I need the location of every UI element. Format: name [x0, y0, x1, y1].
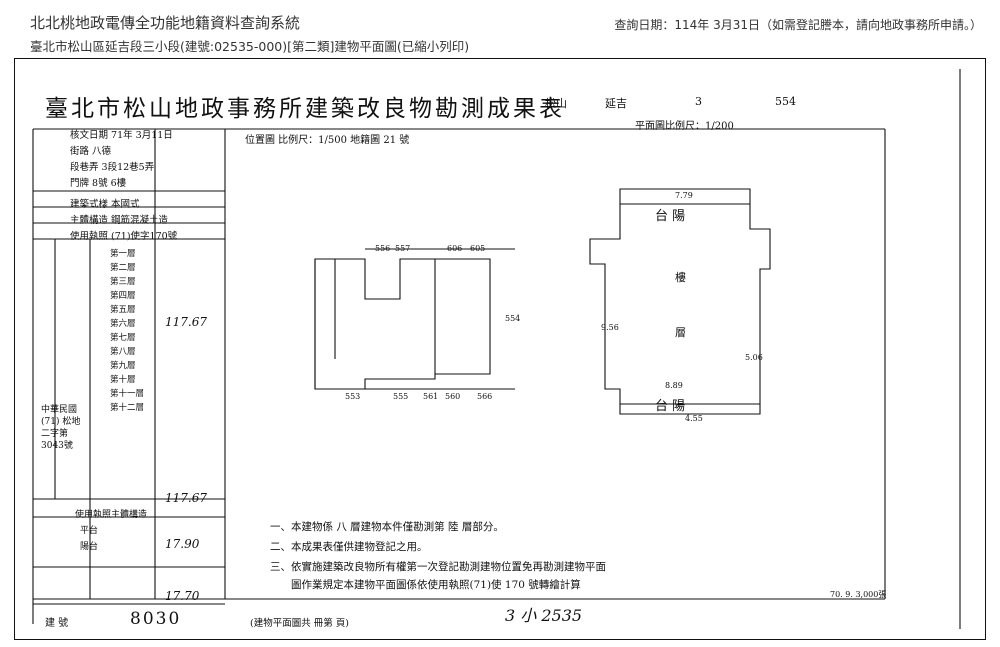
footer-handwritten: 3 小 2535 — [505, 606, 583, 625]
floor-label: 第三層 — [110, 277, 136, 287]
land-number: 554 — [775, 95, 796, 108]
lot-label: 561 — [423, 392, 439, 401]
location-map-label: 位置圖 比例尺：1/500 地籍圖 21 號 — [245, 135, 410, 146]
lot-label: 553 — [345, 392, 361, 401]
table-row: 主體構造 鋼筋混凝土造 — [70, 215, 169, 226]
lot-label: 554 — [505, 314, 521, 323]
system-title: 北北桃地政電傳全功能地籍資料查詢系統 — [30, 14, 301, 32]
attachment-header: 使用執照主體構造 — [75, 510, 148, 520]
note-line: 二、本成果表僅供建物登記之用。 — [270, 541, 428, 553]
room-label: 樓 — [675, 271, 686, 284]
floor-label: 第五層 — [110, 305, 136, 315]
balcony-label: 台 陽 — [655, 399, 686, 414]
table-row: 核文日期 71年 3月11日 — [70, 130, 173, 141]
attachment-item: 平台 — [80, 526, 99, 536]
floor-label: 第九層 — [110, 361, 136, 371]
table-row: 建築式樣 本國式 — [70, 199, 140, 210]
note-line: 一、本建物係 八 層建物本件僅勘測第 陸 層部分。 — [270, 521, 504, 533]
room-label: 層 — [675, 326, 686, 339]
floor-label: 第十層 — [110, 375, 136, 385]
address-line: 臺北市松山區延吉段三小段(建號:02535-000)[第二類]建物平面圖(已縮小… — [30, 39, 470, 54]
lot-label: 566 — [477, 392, 493, 401]
page-header: 北北桃地政電傳全功能地籍資料查詢系統 臺北市松山區延吉段三小段(建號:02535… — [0, 0, 1000, 60]
table-row: 使用執照 (71)使字170號 — [70, 231, 178, 242]
dimension-label: 4.55 — [685, 414, 703, 423]
attachment-item: 陽台 — [80, 542, 99, 552]
section-label: 延吉 — [605, 97, 627, 110]
annex-area: 17.90 — [165, 537, 200, 551]
document-heading: 臺北市松山地政事務所建築改良物勘測成果表 — [45, 96, 565, 122]
total-area: 117.67 — [165, 491, 207, 505]
plan-scale-label: 平面圖比例尺：1/200 — [635, 121, 734, 132]
floor-label: 第七層 — [110, 333, 136, 343]
table-row: 街路 八德 — [70, 146, 112, 157]
note-line: 三、依實施建築改良物所有權第一次登記勘測建物位置免再勘測建物平面 — [270, 561, 606, 573]
footer-note: (建物平面圖共 冊第 頁) — [250, 618, 349, 629]
dimension-label: 7.79 — [675, 191, 693, 200]
sixth-floor-area: 117.67 — [165, 315, 207, 329]
floor-label: 第六層 — [110, 319, 136, 329]
lot-label: 555 — [393, 392, 409, 401]
dimension-label: 5.06 — [745, 353, 763, 362]
floor-label: 第四層 — [110, 291, 136, 301]
survey-sheet: 臺北市松山地政事務所建築改良物勘測成果表 松山 延吉 3 554 位置圖 比例尺… — [14, 58, 986, 640]
building-no-label: 建 號 — [45, 618, 69, 629]
balcony-label: 台 陽 — [655, 209, 686, 224]
district-label: 松山 — [545, 97, 567, 110]
dimension-label: 9.56 — [601, 323, 619, 332]
query-date: 查詢日期：114年 3月31日（如需登記謄本，請向地政事務所申請。） — [614, 18, 982, 32]
table-row: 門牌 8號 6樓 — [70, 178, 127, 189]
table-row: 段巷弄 3段12巷5弄 — [70, 162, 155, 173]
note-line: 圖作業規定本建物平面圖係依使用執照(71)使 170 號轉繪計算 — [270, 579, 581, 591]
floor-label: 第二層 — [110, 263, 136, 273]
subsection-label: 3 — [695, 95, 702, 108]
dimension-label: 8.89 — [665, 381, 683, 390]
floor-label: 第十一層 — [110, 389, 145, 399]
floor-label: 第八層 — [110, 347, 136, 357]
floor-label: 第一層 — [110, 249, 136, 259]
floor-label: 第十二層 — [110, 403, 145, 413]
lot-label: 560 — [445, 392, 461, 401]
drawing-lines — [32, 69, 961, 629]
print-code: 70. 9. 3,000張 — [830, 590, 887, 599]
building-number: 8030 — [130, 609, 182, 629]
